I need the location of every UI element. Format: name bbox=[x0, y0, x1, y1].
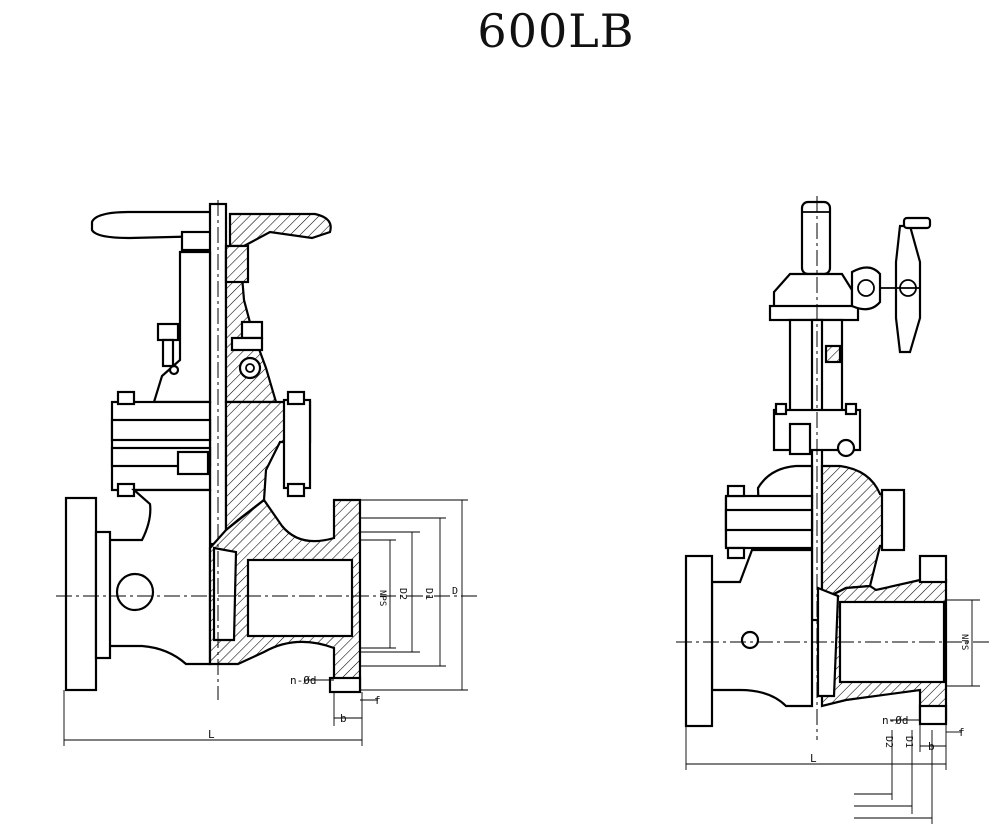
dim-label-d2: D2 bbox=[397, 588, 408, 600]
dim-label-d1: D1 bbox=[903, 736, 914, 748]
dim-label-b: b bbox=[340, 712, 347, 725]
dim-label-f: f bbox=[958, 726, 965, 739]
dim-label-nps: NPS bbox=[377, 590, 387, 606]
gear-box bbox=[768, 266, 882, 322]
yoke bbox=[152, 244, 278, 404]
left-dimensions bbox=[63, 499, 468, 746]
dim-label-b: b bbox=[928, 740, 935, 753]
dim-label-d1: D1 bbox=[423, 588, 434, 600]
bonnet bbox=[110, 390, 312, 533]
dim-label-d2: D2 bbox=[883, 736, 894, 748]
left-valve-view: NPS D2 D1 D n-Ød f b L bbox=[56, 200, 480, 746]
dim-label-bolt-holes: n-Ød bbox=[882, 714, 909, 727]
dim-label-d: D bbox=[452, 586, 458, 597]
dim-label-f: f bbox=[374, 694, 381, 707]
dim-label-l: L bbox=[810, 752, 817, 765]
dim-label-l: L bbox=[208, 728, 215, 741]
page-title: 600LB bbox=[477, 4, 635, 58]
side-handwheel bbox=[880, 216, 932, 354]
dim-label-nps: NPS bbox=[959, 634, 969, 650]
right-valve-view: NPS n-Ød f b D2 D1 L bbox=[676, 196, 990, 824]
dim-label-bolt-holes: n-Ød bbox=[290, 674, 317, 687]
right-dimensions bbox=[685, 599, 980, 824]
valve-body bbox=[64, 488, 362, 694]
